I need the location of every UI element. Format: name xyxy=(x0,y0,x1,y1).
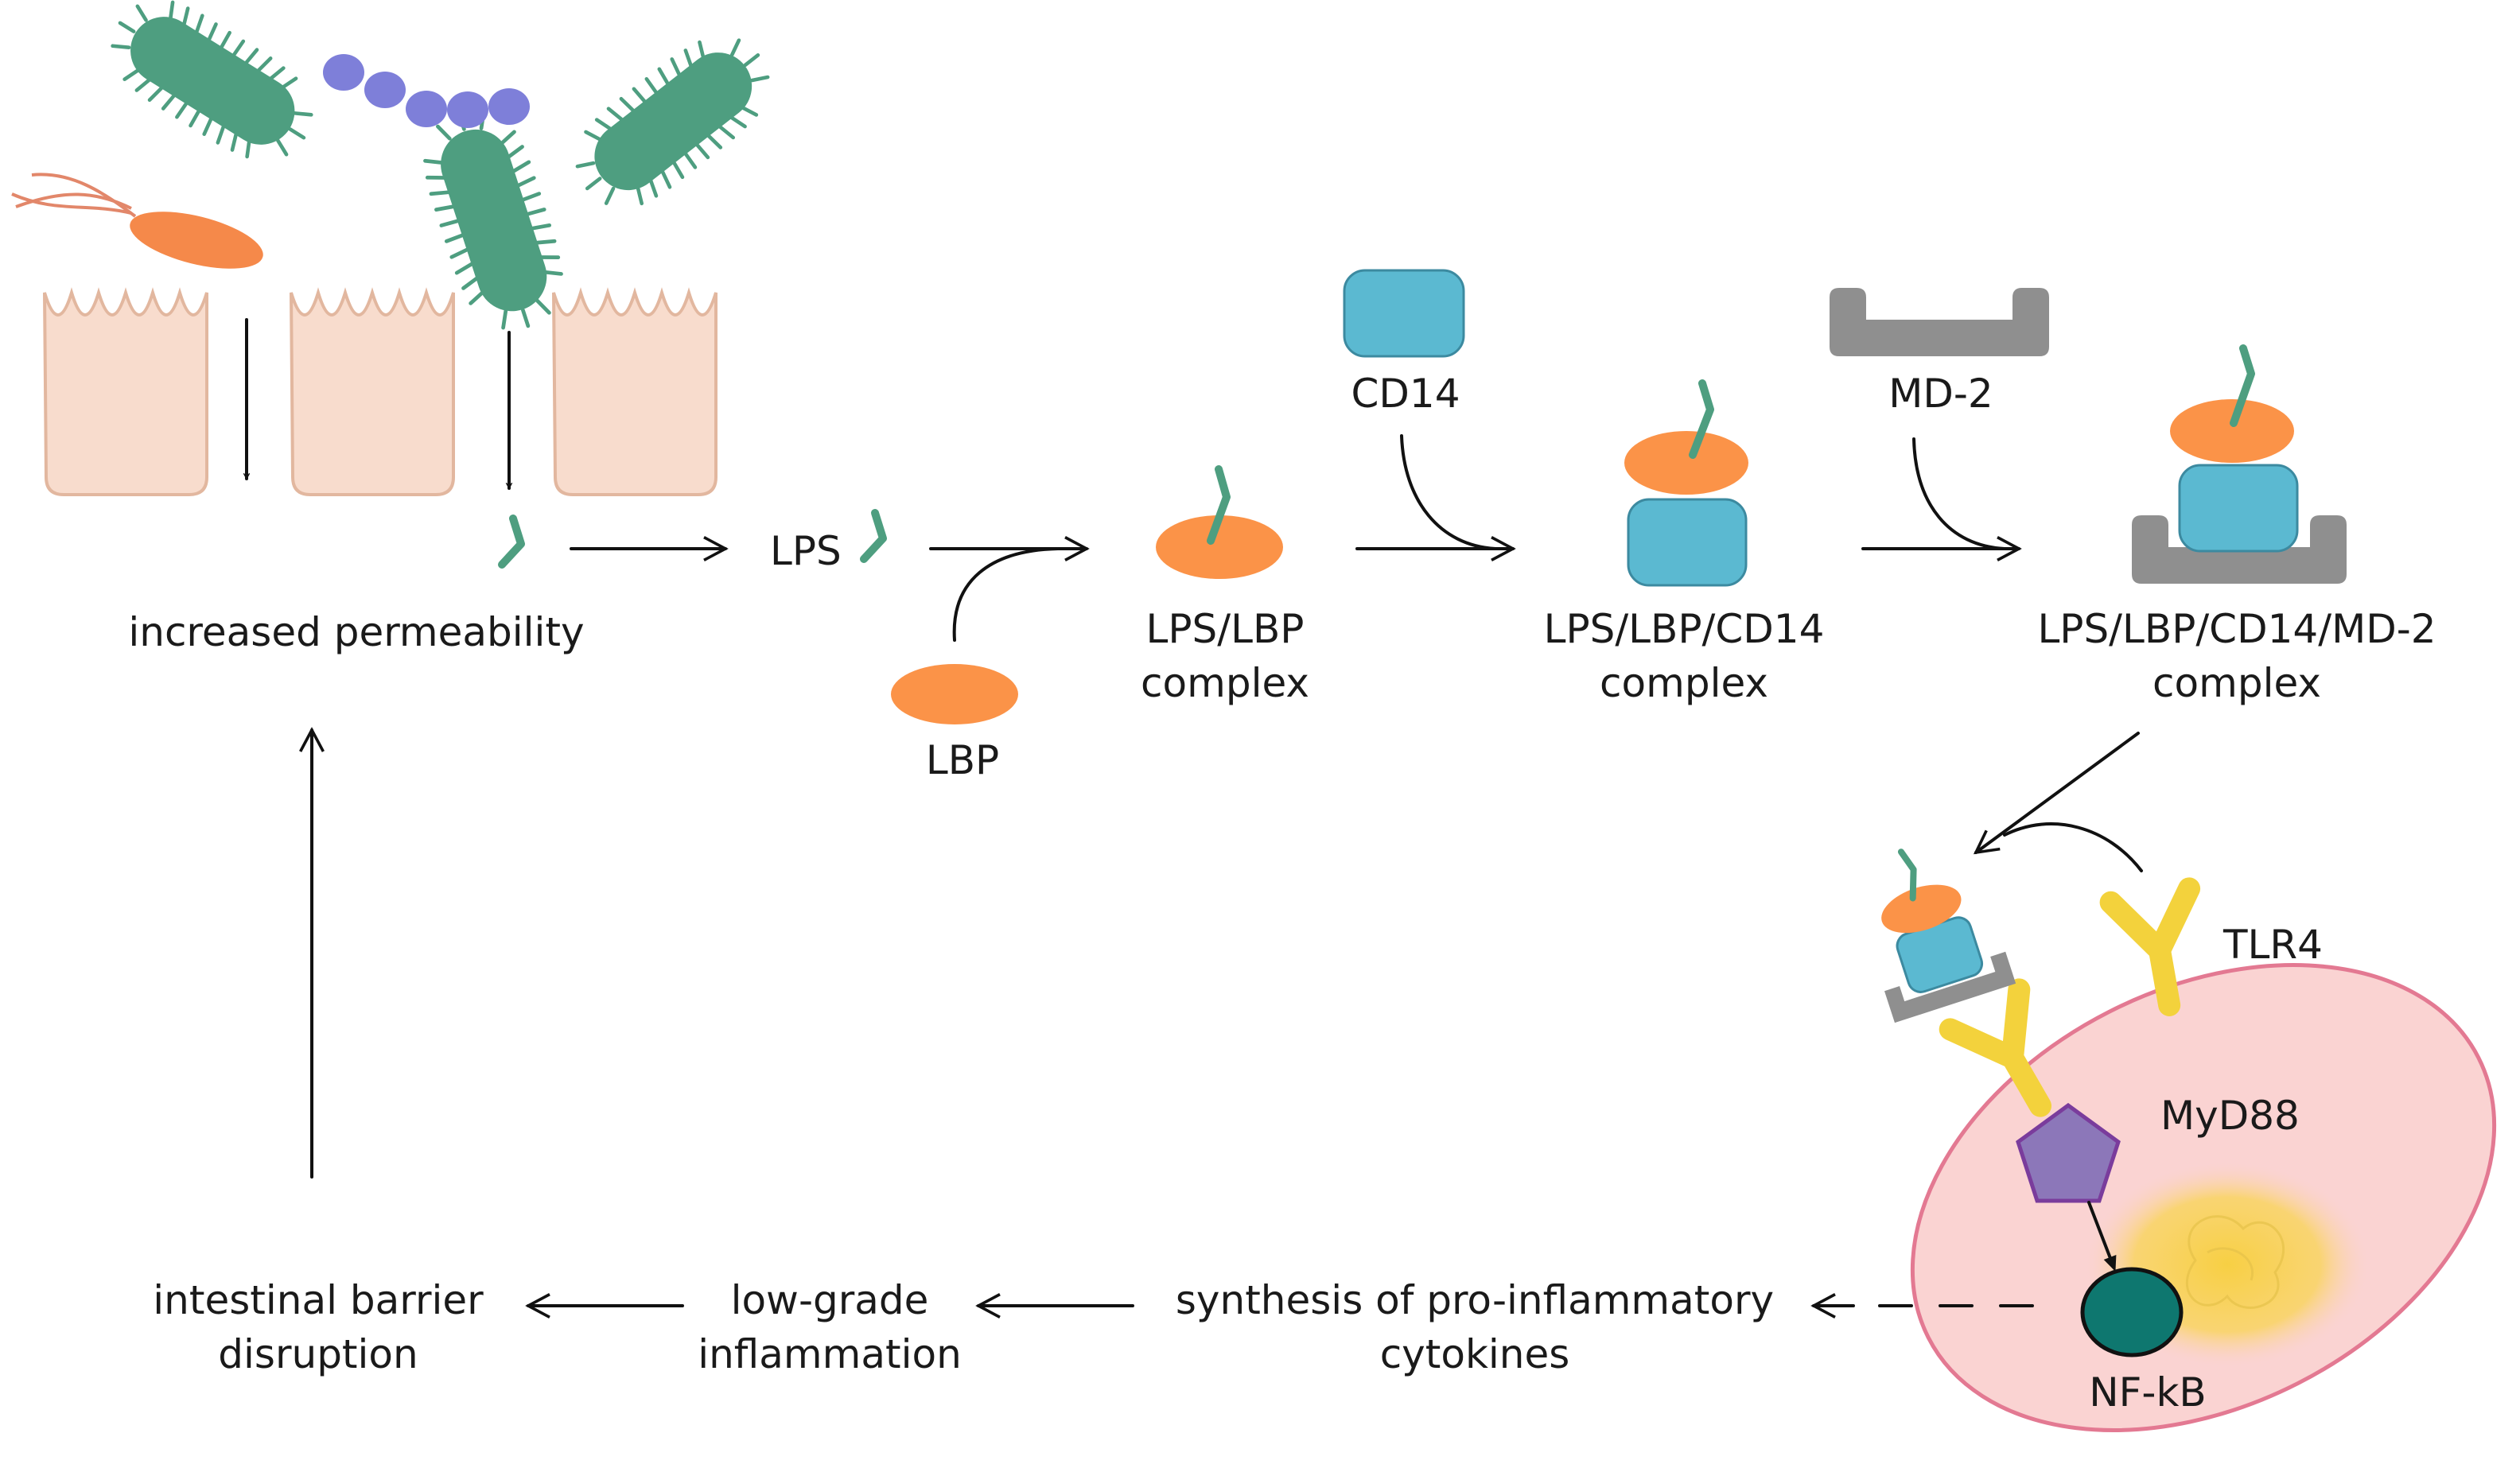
lps-label: LPS xyxy=(770,528,842,574)
streptococcus-chain xyxy=(323,54,530,128)
lbp-label: LBP xyxy=(926,737,999,783)
lps-lbp-complex-label: complex xyxy=(1141,660,1309,706)
epithelial-cell xyxy=(552,287,718,496)
flagellated-bacterium xyxy=(11,173,263,269)
full-complex-label: LPS/LBP/CD14/MD-2 xyxy=(2037,606,2436,652)
full-receptor-complex xyxy=(2132,344,2347,584)
green-rod-bacterium xyxy=(410,98,578,342)
green-rod-bacterium xyxy=(557,16,789,227)
epithelial-cell xyxy=(43,287,208,496)
myd88-pentagon xyxy=(2016,1102,2121,1203)
tlr4-label: TLR4 xyxy=(2222,922,2323,968)
lps-fragment xyxy=(502,518,521,565)
bound-lps-complex xyxy=(1881,849,2016,1023)
nfkb-label: NF-kB xyxy=(2089,1369,2206,1416)
cytokines-label-line2: cytokines xyxy=(1380,1331,1570,1377)
cd14-label: CD14 xyxy=(1351,371,1460,417)
increased-permeability-label: increased permeability xyxy=(128,609,584,655)
lps-lbp-cd14-label: LPS/LBP/CD14 xyxy=(1544,606,1825,652)
lbp-joining-arrow xyxy=(952,547,1060,642)
full-complex-complex-label: complex xyxy=(2152,660,2321,706)
bacteria-group xyxy=(11,0,789,342)
nfkb-molecule xyxy=(2080,1267,2184,1357)
md2-joining-arrow xyxy=(1912,437,2006,550)
inflammation-label: low-grade xyxy=(731,1277,929,1323)
cd14-joining-arrow xyxy=(1400,434,1497,550)
lps-molecule-icon xyxy=(864,513,883,559)
epithelial-cell xyxy=(290,287,455,496)
barrier-disruption-label-line2: disruption xyxy=(218,1331,418,1377)
lps-lbp-label: LPS/LBP xyxy=(1146,606,1305,652)
cytokines-label: synthesis of pro-inflammatory xyxy=(1176,1277,1774,1323)
intestinal-epithelium xyxy=(43,287,718,496)
md2-protein xyxy=(1830,288,2049,356)
myd88-label: MyD88 xyxy=(2160,1093,2300,1139)
lps-lbp-complex xyxy=(1156,465,1283,579)
nucleus-outline xyxy=(2185,1215,2285,1309)
lbp-protein xyxy=(891,664,1018,724)
myd88-to-nfkb-arrow xyxy=(2087,1201,2117,1272)
green-rod-bacterium xyxy=(94,0,330,180)
md2-label: MD-2 xyxy=(1888,371,1993,417)
inflammation-label-line2: inflammation xyxy=(698,1331,962,1377)
arrow-complex-to-tlr4 xyxy=(1973,732,2140,855)
lps-lbp-cd14-complex-label: complex xyxy=(1600,660,1768,706)
lps-lbp-cd14-complex xyxy=(1624,379,1748,587)
cd14-protein xyxy=(1343,269,1465,358)
tlr4-joining-arrow xyxy=(2003,822,2143,872)
barrier-disruption-label: intestinal barrier xyxy=(153,1277,484,1323)
